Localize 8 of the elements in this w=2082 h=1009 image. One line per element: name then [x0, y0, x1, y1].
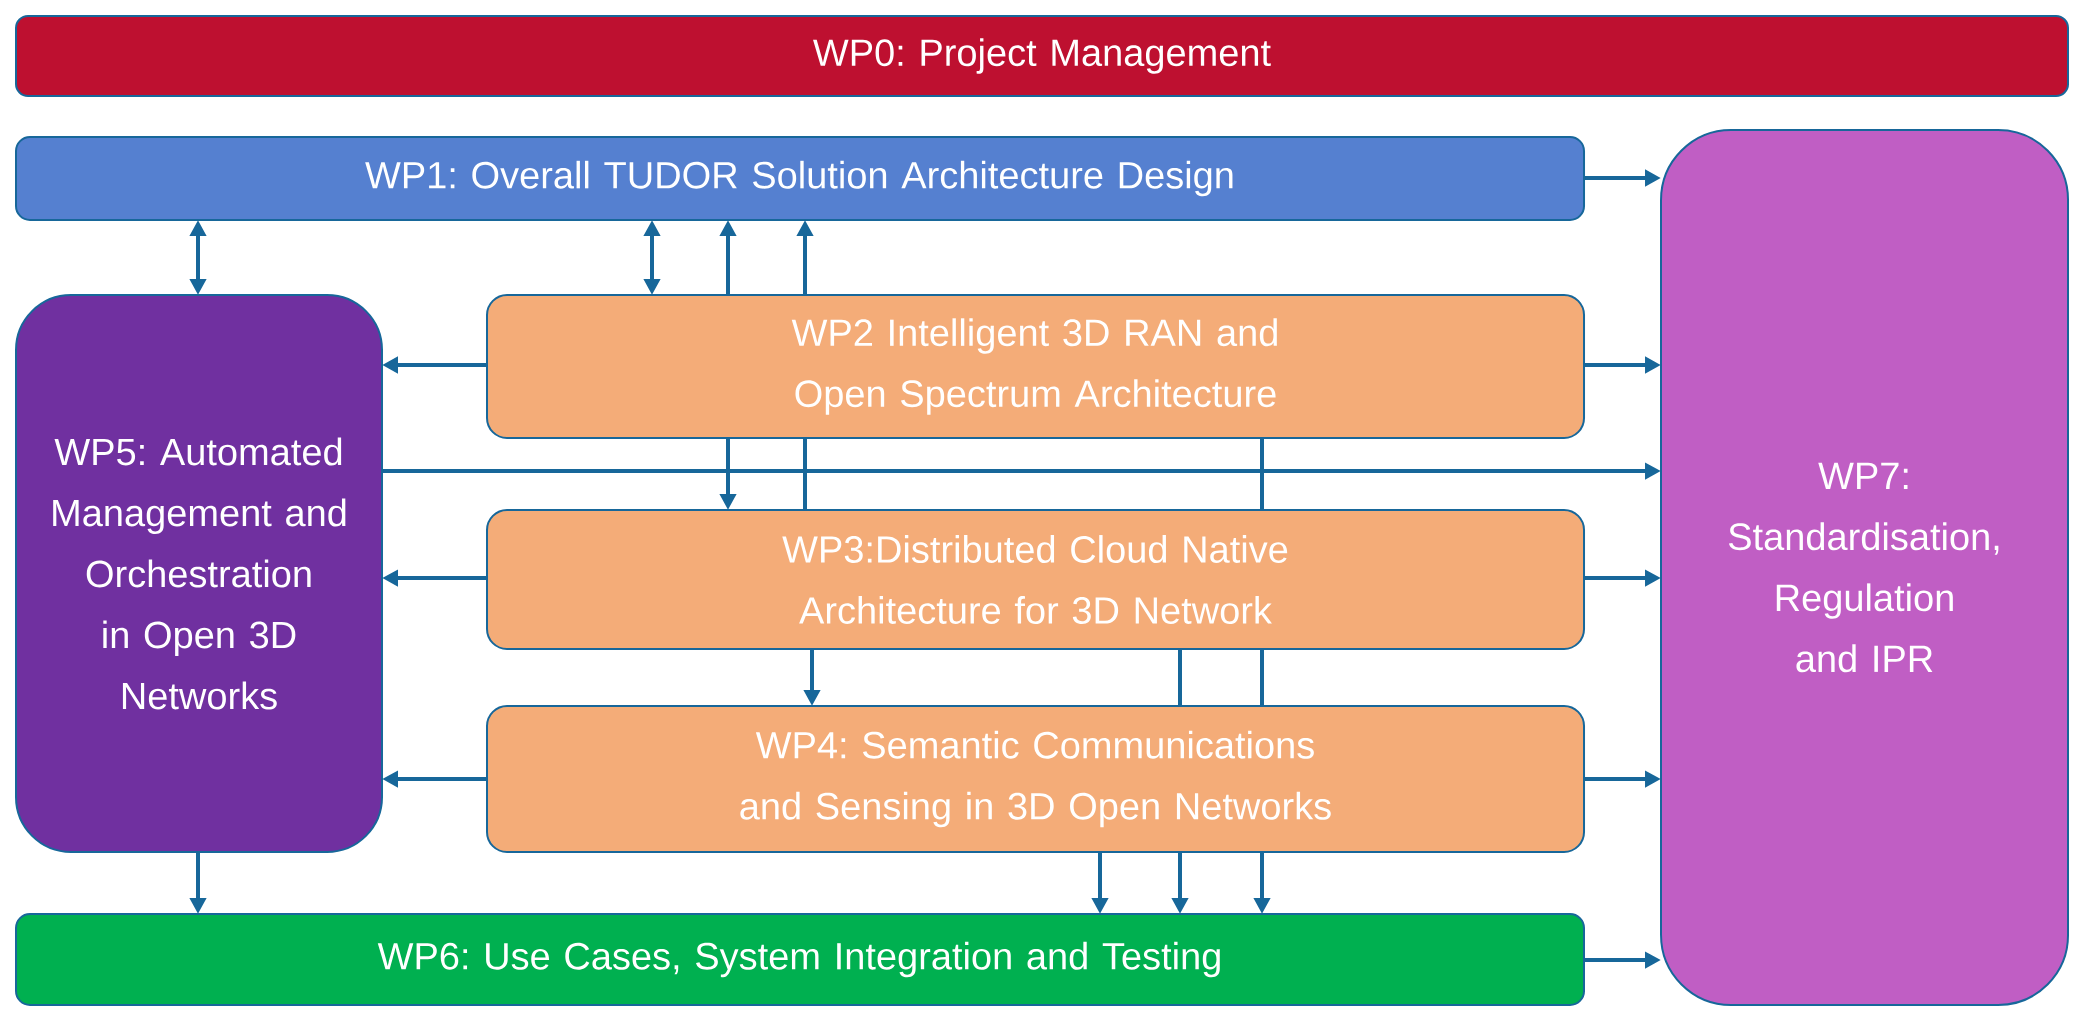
- project-bar: WP0: Project Management: [15, 15, 2070, 97]
- process-box: WP3:Distributed Cloud Native Architecture for 3D Network: [486, 509, 1585, 650]
- orchestration-box: WP5: Automated Management and Orchestration in Open 3D Networks: [15, 294, 383, 853]
- process-box: WP2 Intelligent 3D RAN and Open Spectrum Architecture: [486, 294, 1585, 439]
- architecture-bar: WP1: Overall TUDOR Solution Architecture Design: [15, 136, 1585, 221]
- process-box: WP4: Semantic Communications and Sensing in 3D Open Networks: [486, 705, 1585, 853]
- standardisation-box: WP7: Standardisation, Regulation and IPR: [1660, 129, 2070, 1006]
- testing-bar: WP6: Use Cases, System Integration and Testing: [15, 913, 1585, 1006]
